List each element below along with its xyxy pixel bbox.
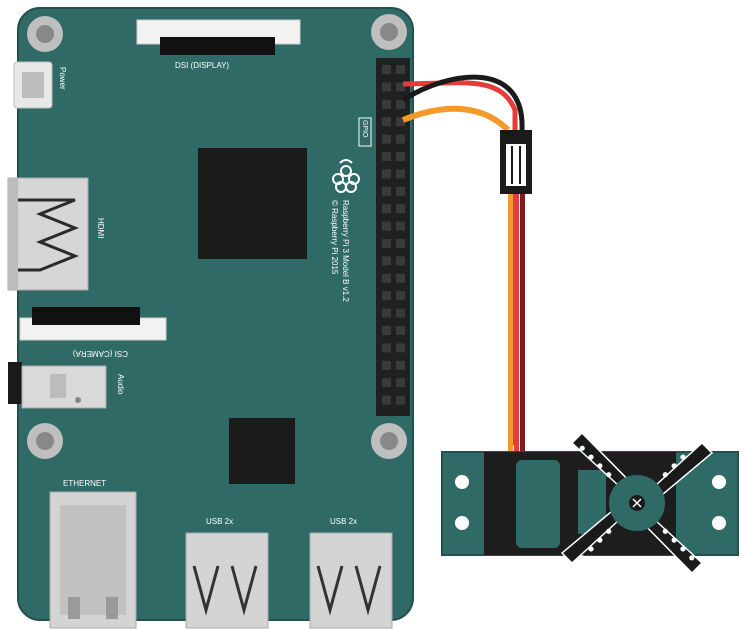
gpio-pin	[396, 308, 405, 318]
gpio-pin	[396, 239, 405, 248]
raspberry-logo-icon	[332, 159, 360, 193]
gpio-pin	[382, 273, 391, 283]
gpio-pin	[382, 256, 391, 266]
horn-hole	[671, 537, 677, 543]
servo-motor	[441, 431, 739, 575]
lan-chip	[229, 418, 295, 484]
gpio-pin	[382, 65, 391, 74]
gpio-pin	[396, 117, 405, 127]
gpio-pin	[382, 378, 391, 388]
gpio-label: GPIO	[361, 120, 368, 138]
gpio-label-box: GPIO	[358, 117, 372, 147]
horn-hole	[680, 454, 686, 460]
horn-hole	[606, 472, 612, 478]
horn-hole	[689, 555, 695, 561]
gpio-pin	[396, 291, 405, 301]
horn-hole	[588, 546, 594, 552]
horn-holes	[579, 445, 695, 561]
gpio-pin	[382, 360, 391, 370]
gpio-pin	[382, 169, 391, 179]
mounting-hole	[371, 423, 407, 459]
horn-hole	[579, 445, 585, 451]
dsi-label: DSI (DISPLAY)	[175, 61, 229, 70]
wire-red	[402, 80, 518, 445]
horn-hole	[606, 528, 612, 534]
model-line-2: © Raspberry Pi 2015	[330, 200, 339, 275]
gpio-pin	[382, 343, 391, 353]
servo-mount-hole	[455, 475, 469, 489]
gpio-pin	[396, 65, 405, 74]
gpio-pin	[382, 239, 391, 248]
usb-label-1: USB 2x	[206, 517, 233, 526]
gpio-pin	[382, 395, 391, 405]
csi-connector: CSI (CAMERA)	[19, 307, 167, 358]
gpio-pin	[382, 204, 391, 214]
horn-hole	[597, 537, 603, 543]
horn-hole	[680, 546, 686, 552]
hdmi-port: HDMI	[7, 177, 105, 291]
servo-mount-hole	[712, 516, 726, 530]
gpio-pin	[382, 134, 391, 144]
gpio-pin	[396, 204, 405, 214]
gpio-pin	[396, 256, 405, 266]
ethernet-label: ETHERNET	[63, 479, 106, 488]
gpio-pin	[382, 291, 391, 301]
horn-hole	[662, 528, 668, 534]
audio-label: Audio	[116, 374, 125, 395]
gpio-pin	[396, 186, 405, 196]
gpio-pin	[382, 221, 391, 231]
gpio-pin	[396, 343, 405, 353]
servo-mount-hole	[455, 516, 469, 530]
gpio-pin	[396, 395, 405, 405]
ethernet-port: ETHERNET	[49, 479, 137, 629]
gpio-pin	[382, 99, 391, 109]
gpio-pin	[382, 117, 391, 127]
horn-hole	[597, 463, 603, 469]
gpio-pins	[382, 65, 405, 405]
gpio-pin	[382, 82, 391, 92]
gpio-pin	[396, 134, 405, 144]
gpio-pin	[382, 308, 391, 318]
servo-horn	[560, 431, 714, 575]
horn-hole	[588, 454, 594, 460]
soc-chip	[198, 148, 307, 259]
audio-jack: Audio	[8, 362, 125, 409]
mounting-hole	[371, 14, 407, 50]
mounting-hole	[27, 423, 63, 459]
gpio-pin	[396, 99, 405, 109]
gpio-pin	[396, 152, 405, 161]
gpio-pin	[396, 273, 405, 283]
servo-mount-hole	[712, 475, 726, 489]
power-label: Power	[58, 67, 67, 90]
power-port: Power	[13, 61, 67, 109]
gpio-pin	[396, 221, 405, 231]
gpio-pin	[396, 82, 405, 92]
wire-connector	[500, 130, 532, 194]
usb-label-2: USB 2x	[330, 517, 357, 526]
model-line-1: Raspberry Pi 3 Model B v1.2	[341, 200, 350, 302]
horn-hole	[689, 445, 695, 451]
gpio-header: GPIO	[358, 58, 410, 416]
wire-black	[401, 74, 525, 131]
gpio-pin	[396, 169, 405, 179]
gpio-pin	[396, 326, 405, 335]
gpio-pin	[396, 360, 405, 370]
usb-port-2: USB 2x	[309, 517, 393, 629]
wire-orange	[401, 105, 511, 133]
gpio-pin	[396, 378, 405, 388]
jumper-wires	[401, 74, 532, 452]
horn-hole	[579, 555, 585, 561]
raspberry-pi-board: DSI (DISPLAY) Power Raspberry Pi 3 Model…	[7, 7, 414, 629]
horn-hole	[671, 463, 677, 469]
mounting-hole	[27, 16, 63, 52]
gpio-pin	[382, 152, 391, 161]
gpio-pin	[382, 186, 391, 196]
dsi-connector: DSI (DISPLAY)	[136, 19, 301, 70]
gpio-pin	[382, 326, 391, 335]
horn-hole	[662, 472, 668, 478]
usb-port-1: USB 2x	[185, 517, 269, 629]
csi-label: CSI (CAMERA)	[73, 349, 128, 358]
hdmi-label: HDMI	[96, 218, 105, 238]
